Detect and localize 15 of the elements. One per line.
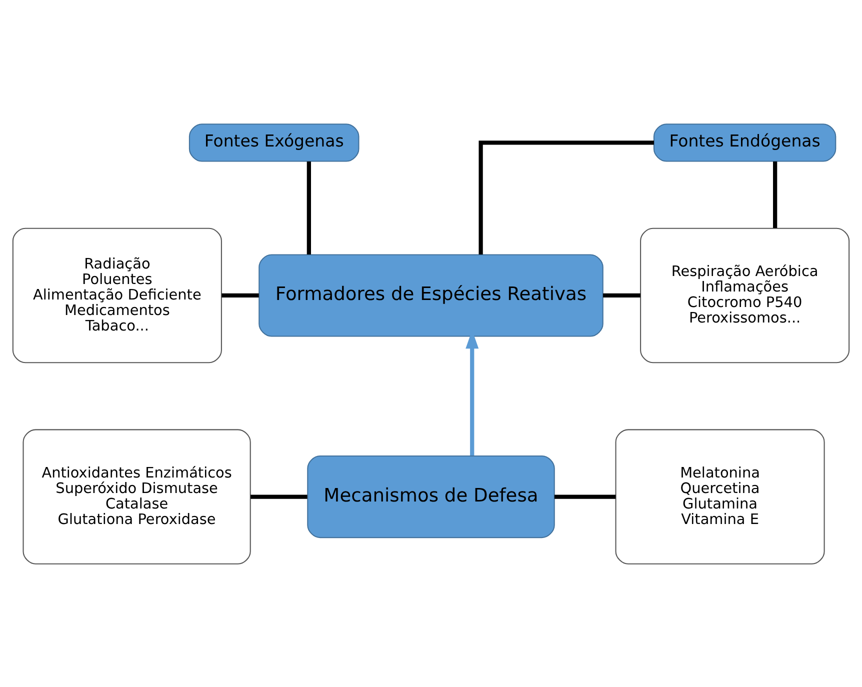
connector [603,292,640,298]
connector [250,494,308,498]
node-box: Formadores de Espécies Reativas [258,254,604,336]
node-box: Antioxidantes Enzimáticos Superóxido Dismutase Catalase Glutationa Peroxidase [22,428,251,564]
node-box: Radiação Poluentes Alimentação Deficiente Medicamentos Tabaco... [12,227,222,363]
node-box: Fontes Endógenas [653,123,836,162]
connector [222,292,259,298]
node-box: Mecanismos de Defesa [307,454,555,538]
connector [554,494,616,498]
connector [773,160,778,228]
node-box: Respiração Aeróbica Inflamações Citocromo P540 Peroxissomos... [640,227,850,363]
connector [478,140,654,254]
node-box: Fontes Exógenas [188,123,360,162]
node-box: Melatonina Quercetina Glutamina Vitamina E [615,428,825,564]
connector [306,160,311,254]
